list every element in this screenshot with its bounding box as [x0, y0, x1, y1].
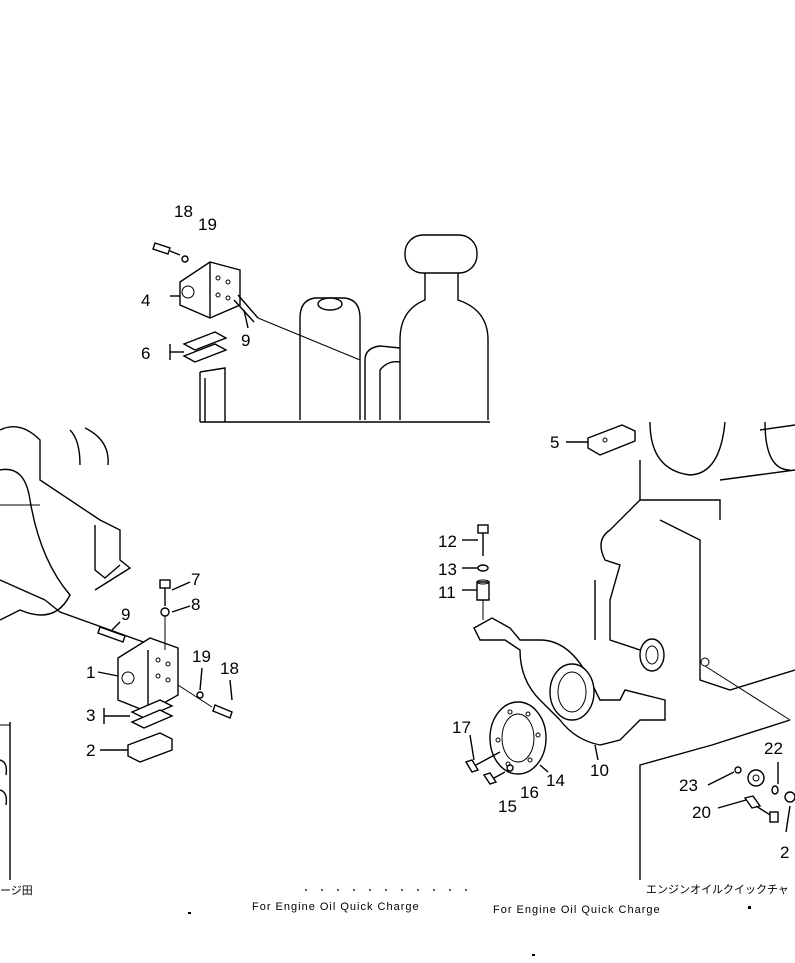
callout-5: 5: [550, 433, 559, 452]
callout-3: 3: [86, 706, 95, 725]
callout-7: 7: [191, 570, 200, 589]
callout-4: 4: [141, 291, 150, 310]
callout-16: 16: [520, 783, 539, 802]
callout-9-left: 9: [121, 605, 130, 624]
callout-10: 10: [590, 761, 609, 780]
caption-left-cut: ージ田: [0, 885, 33, 897]
callout-17: 17: [452, 718, 471, 737]
bracket-4-assembly: [152, 242, 361, 363]
callout-2: 2: [86, 741, 95, 760]
callout-23: 23: [679, 776, 698, 795]
callout-15: 15: [498, 797, 517, 816]
inset-quick-charge-right: [639, 719, 795, 880]
block-5: [566, 424, 636, 456]
scan-marks: [188, 889, 751, 956]
callout-12: 12: [438, 532, 457, 551]
callout-1: 1: [86, 663, 95, 682]
callout-2-right: 2: [780, 843, 789, 862]
caption-right-jp: エンジンオイルクイックチャ: [646, 884, 789, 896]
callout-18-left: 18: [220, 659, 239, 678]
callout-13: 13: [438, 560, 457, 579]
callouts: 18 19 4 9 6 5 12 13 11 7 8 9 1 19 18 3 2…: [86, 202, 789, 862]
engine-top-cylinders: [199, 234, 490, 423]
callout-19-left: 19: [192, 647, 211, 666]
callout-19-top: 19: [198, 215, 217, 234]
callout-18-top: 18: [174, 202, 193, 221]
callout-20: 20: [692, 803, 711, 822]
callout-14: 14: [546, 771, 565, 790]
caption-left-note: For Engine Oil Quick Charge: [252, 901, 420, 913]
bracket-10-assembly: [462, 524, 666, 785]
left-engine-body: [0, 426, 161, 880]
callout-6: 6: [141, 344, 150, 363]
bracket-1-assembly: [97, 579, 233, 763]
caption-center-note: For Engine Oil Quick Charge: [493, 904, 661, 916]
callout-22: 22: [764, 739, 783, 758]
callout-8: 8: [191, 595, 200, 614]
callout-9-top: 9: [241, 331, 250, 350]
right-engine-body: [594, 421, 795, 721]
callout-11: 11: [438, 583, 456, 602]
